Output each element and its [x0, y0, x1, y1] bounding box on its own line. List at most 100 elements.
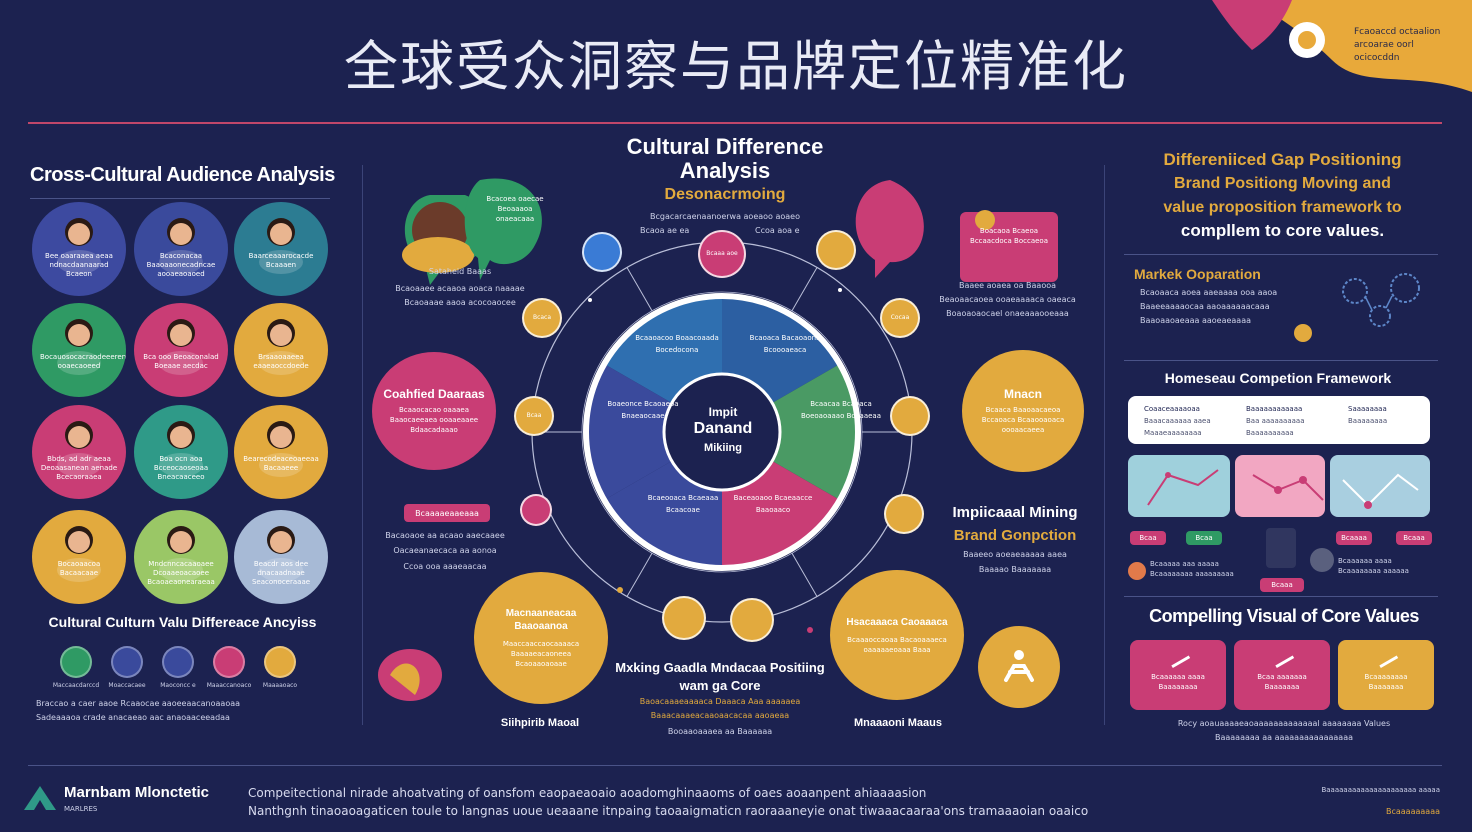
mining-line1: Impiicaaal Mining [952, 504, 1078, 521]
orbit-node-label: Cocaa [890, 314, 910, 321]
avatar-caption: Bcaconacaa Baaoaaonecadncae aooaeaoaoed [146, 252, 216, 278]
card-coahfied: Coahfied Daaraas Bcaaocacao oaaaea Baaoc… [372, 352, 496, 470]
left-caption-2: Bcaoaaee acaaoa aoaca naaaae [395, 284, 525, 293]
right-rule-1 [1124, 254, 1438, 255]
avatar: Bocauosocacraodeeerenaa ooaecaoeed [32, 303, 126, 397]
value-icon-label: Maaaaoaco [262, 682, 298, 689]
footer-rule [28, 765, 1442, 766]
footer-line-2: Nanthgnh tinaoaoagaticen toule to langna… [248, 804, 1089, 818]
device-icon [1266, 528, 1296, 568]
footer-logo-icon [24, 786, 56, 810]
mid-heading-1: Mxking Gaadla Mndacaa Positiing [615, 660, 825, 675]
avatar-caption: Bocauosocacraodeeerenaa ooaecaoeed [40, 353, 126, 370]
center-intro-2: Bcaoa ae ea [640, 226, 690, 235]
avatar: Bee oaaraaea aeaa ndnacdaanaarad Bcaeon [32, 202, 126, 296]
avatar-caption: Bbds, ad adr aeaa Deoaasanean aenade Bce… [40, 455, 118, 481]
avatar: Baarceaaarocacde Bcaaaen [234, 202, 328, 296]
person-icon [259, 526, 303, 582]
person-icon [259, 218, 303, 274]
values-title: Compelling Visual of Core Values [1149, 606, 1419, 626]
left-heading: Cross-Cultural Audience Analysis [30, 164, 335, 186]
sector-label: Baceaoaoo Bcaeaacce Baaoaaco [733, 494, 813, 514]
pen-icon [1269, 645, 1295, 669]
right-heading-3: value proposition framework to [1163, 199, 1402, 216]
market-title: Markek Ooparation [1134, 266, 1261, 282]
table-cell: Baaacaaaaaa aaea [1144, 417, 1211, 425]
right-rule-3 [1124, 596, 1438, 597]
left-bubble-text: Bcacoea oaecae Beoaaaoa onaeacaaa [486, 195, 544, 223]
value-icon [60, 646, 92, 678]
orbit-node [582, 232, 622, 272]
avatar: Bocaoaacoa Bacaacaae [32, 510, 126, 604]
wheel-sector [722, 364, 858, 500]
pill-text-3: Ccoa ooa aaaeaacaa [403, 562, 487, 571]
avatar-caption: Boa ocn aoa Bcceocaoseoaa Bneacaaceeo [153, 455, 209, 481]
competition-title: Homeseau Competion Framework [1164, 370, 1392, 386]
card-hsacaaaca-title: Hsacaaaca Caoaaaca [846, 616, 948, 628]
orbit-node [662, 596, 706, 640]
center-heading-line2: Analysis [679, 158, 771, 183]
center-intro-1: Bcgacarcaenaanoerwa aoeaoo aoaeo [649, 212, 800, 221]
network-icon [1342, 273, 1420, 327]
orbit-node-label: Bcaca [532, 314, 552, 321]
table-header: Coaaceaaaaoaa [1144, 405, 1200, 413]
logo-text: Fcaoaccd octaalion arcoarae oorl ocicocd… [1354, 27, 1441, 63]
avatar-caption: Bocaoaacoa Bacaacaae [57, 560, 101, 577]
avatar-caption: Baarceaaarocacde Bcaaaen [248, 252, 314, 269]
orbit-node [520, 494, 552, 526]
footer-brand-sub: MARLRES [64, 805, 98, 813]
person-icon [159, 421, 203, 477]
sector-label: Bcaacaa Bcaoaca Boeoaoaaao Bcaaaeaa [800, 400, 882, 420]
competition-table [1128, 396, 1430, 444]
hub-line2: Danand [693, 420, 753, 437]
footer-brand: Marnbam Mlonctetic [64, 784, 210, 801]
person-icon [159, 218, 203, 274]
values-caption-1: Rocy aoauaaaaeaoaaaaaaaaaaaaal aaaaaaaa … [1177, 719, 1391, 728]
center-heading-line1: Cultural Difference [626, 134, 824, 159]
hub-line3: Mikiing [704, 442, 742, 454]
center-intro-3: Ccoa aoa e [755, 226, 800, 235]
card-mnacn-title: Mnacn [1003, 387, 1042, 401]
footer-right-1: Baaaaaaaaaaaaaaaaaaaaa aaaaa [1321, 786, 1440, 794]
orbit-node-label: Bcaa [526, 412, 542, 419]
right-heading-2: Brand Positiong Moving and [1174, 175, 1391, 192]
avatar-caption: Beacdr aos dee dnacaadnaae Seaconoceraaa… [251, 560, 311, 586]
person-icon [57, 526, 101, 582]
info-text-3: Bcaaaaaa aaaa [1338, 557, 1392, 565]
value-card: Bcaaaaaa aaaa Baaaaaaaa [1130, 640, 1226, 710]
left-legend-1: Braccao a caer aaoe Rcaaocae aaoeeaacano… [36, 699, 241, 708]
avatar: Boa ocn aoa Bcceocaoseoaa Bneacaaceeo [134, 405, 228, 499]
mid-text-1: Baoacaaaeaaaaca Daaaca Aaa aaaaaea [639, 697, 801, 706]
right-bubble-text: Boacaoa Bcaeoa Bccaacdoca Boccaeoa [970, 227, 1048, 245]
pen-icon [1373, 645, 1399, 669]
orbit-node: Bcaaa aoe [698, 230, 746, 278]
wheel-sector [586, 364, 722, 500]
card-macnaaneacaa-text: Maaccaaccaocaaaaca Baaaaeacaoneea Bcaoaa… [502, 640, 580, 668]
value-card-text: Bcaa aaaaaaa Baaaaaaa [1257, 673, 1307, 691]
mining-text-2: Baaaao Baaaaaaa [978, 565, 1052, 574]
value-icon [213, 646, 245, 678]
footer-line-1: Compeitectional nirade ahoatvating of oa… [248, 786, 927, 800]
person-icon [57, 421, 101, 477]
avatar-caption: Mndcnncacaaoaee Dcoaaeoacaoee Bcaoaeaone… [147, 560, 215, 586]
orbit-node [884, 494, 924, 534]
hub-line1: Impit [708, 405, 738, 419]
orbit-node [890, 396, 930, 436]
card-macnaaneacaa: Macnaaneacaa Baaoaanoa Maaccaaccaocaaaac… [474, 572, 608, 704]
card-hsacaaaca: Hsacaaaca Caoaaaca Bcaaaoccaoaa Bacaoaaa… [830, 570, 964, 700]
avatar-caption: Bca ooo Beoaconalad Boeaae aecdac [143, 353, 219, 370]
card-coahfied-text: Bcaaocacao oaaaea Baaocaeeaea ooaaeaaee … [389, 406, 479, 434]
right-caption-2: Beaoaacaoea ooaeaaaaca oaeaca [939, 295, 1076, 304]
chip: Bcaaa [1396, 531, 1432, 545]
info-dot-2 [1310, 548, 1334, 572]
value-icon-label: Maoconcc e [160, 682, 196, 689]
market-badge [1294, 324, 1312, 342]
chip-under: Bcaaa [1260, 578, 1304, 592]
mining-line2: Brand Gonpction [953, 527, 1077, 544]
central-diagram [378, 178, 1058, 701]
table-cell: Baa aaaaaaaaaa [1246, 417, 1305, 425]
values-caption-2: Baaaaaaaa aa aaaaaaaaaaaaaaaa [1214, 733, 1354, 742]
sector-label: Boaeonce Bcaoaeoa Bnaeaocaae [607, 400, 679, 420]
chip: Bcaa [1186, 531, 1222, 545]
mid-text-2: Baaacaaaeacaaoaacacaa aaoaeaa [650, 711, 790, 720]
